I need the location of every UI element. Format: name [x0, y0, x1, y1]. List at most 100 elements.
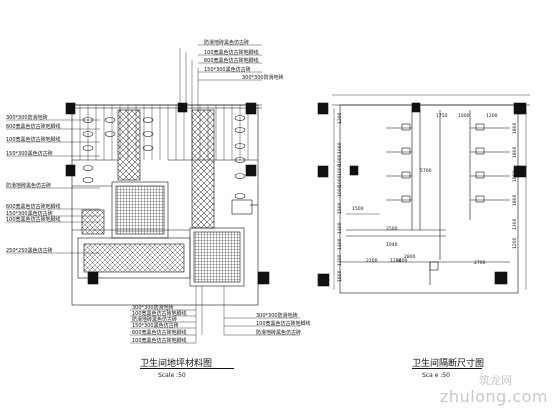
toilet-symbol — [104, 117, 116, 123]
toilet-symbol — [234, 115, 246, 121]
dimension-label: 1000 — [337, 185, 343, 197]
dimension-label: 2200 — [366, 258, 378, 264]
left-callout-label: 300*300防滑地砖 — [6, 114, 48, 121]
left-title-underline — [140, 368, 234, 369]
structural-column — [317, 102, 329, 115]
dimension-label: 3400 — [396, 258, 408, 264]
left-callout-label: 150*300黑色仿古砖 — [6, 210, 53, 217]
dimension-label: 1200 — [390, 258, 402, 264]
dimension-label: 1000 — [337, 154, 343, 166]
dimension-label: 1040 — [386, 242, 398, 248]
right-title-underline — [412, 368, 482, 369]
dimension-label: 1200 — [337, 254, 343, 266]
dimension-label: 1800 — [512, 194, 518, 206]
partition-door — [401, 195, 411, 203]
partition-door — [401, 171, 411, 179]
dimension-label: 2700 — [474, 260, 486, 266]
left-callout-label: 250*250黑色仿古砖 — [6, 247, 53, 254]
crosshatch-area — [83, 243, 185, 273]
toilet-symbol — [234, 143, 246, 149]
toilet-symbol — [82, 165, 94, 171]
dimension-label: 1000 — [337, 175, 343, 187]
dimension-label: 1000 — [337, 142, 343, 154]
dimension-label: 5700 — [420, 168, 432, 174]
dimension-label: 1200 — [337, 112, 343, 124]
structural-column — [317, 273, 330, 287]
bottom-callout-label: 150*300黑色仿古砖 — [132, 322, 179, 329]
toilet-symbol — [142, 131, 154, 137]
structural-column — [317, 165, 329, 178]
bottom-callout-label: 300*300防滑地砖 — [132, 304, 174, 311]
dimension-label: 1500 — [337, 202, 343, 214]
left-plan-title: 卫生间地坪材料图 — [140, 359, 213, 369]
structural-column — [177, 102, 188, 113]
dimension-label: 1300 — [337, 222, 343, 234]
structural-column — [494, 271, 508, 285]
toilet-symbol — [104, 131, 116, 137]
toilet-symbol — [234, 173, 246, 179]
structural-column — [257, 271, 270, 285]
right-outer-wall — [339, 104, 519, 294]
structural-column — [513, 102, 527, 115]
bottom-right-callout-label: 300*300防滑地砖 — [256, 312, 298, 319]
structural-column — [245, 102, 257, 115]
dimension-label: 1000 — [458, 113, 470, 119]
dimension-label: 1300 — [337, 238, 343, 250]
toilet-symbol — [82, 177, 94, 183]
dimension-label: 1750 — [436, 113, 448, 119]
structural-column — [65, 102, 76, 115]
left-callout-label: 防滑地砖黑色仿古砖 — [6, 182, 51, 189]
structural-column — [245, 164, 257, 177]
toilet-symbol — [82, 145, 94, 151]
toilet-symbol — [142, 145, 154, 151]
bottom-callout-label: 防滑地砖黑色仿古砖 — [132, 316, 177, 323]
right-plan-title: 卫生间隔断尺寸图 — [412, 359, 485, 369]
toilet-symbol — [82, 131, 94, 137]
dimension-label: 1800 — [512, 122, 518, 134]
structural-column — [65, 164, 76, 177]
dimension-label: 1500 — [352, 206, 364, 212]
partition-door — [475, 147, 485, 155]
herringbone-strip — [117, 109, 141, 181]
partition-door — [401, 147, 411, 155]
toilet-symbol — [142, 117, 154, 123]
top-callout-label: 600宽黑色仿古砖地脚线 — [204, 57, 259, 64]
bottom-right-callout-label: 100宽黑色仿古砖地脚线 — [256, 320, 311, 327]
top-callout-label: 150*300黑色仿古砖 — [204, 66, 251, 73]
partition-door — [475, 195, 485, 203]
left-callout-label: 600宽黑色仿古砖地脚线 — [6, 203, 61, 210]
top-callout-label: 防滑地砖黑色仿古砖 — [204, 39, 249, 46]
left-plan-scale: Scale :50 — [158, 372, 186, 379]
top-callout-label: 300*300防滑地砖 — [242, 74, 284, 81]
watermark-text: zhulong.com — [440, 387, 548, 406]
herringbone-strip — [191, 109, 215, 229]
partition-door — [475, 171, 485, 179]
bottom-callout-label: 100宽黑色仿古砖地脚线 — [132, 337, 187, 344]
dimension-label: 1200 — [486, 113, 498, 119]
dimension-label: 2800 — [404, 254, 416, 260]
structural-column — [349, 165, 359, 176]
sink-counter — [231, 199, 253, 215]
left-floor-plan: 300*300防滑地砖600宽黑色仿古砖地脚线100宽黑色仿古砖地脚线150*3… — [6, 39, 311, 344]
dimension-label: 2500 — [386, 226, 398, 232]
structural-column — [411, 102, 421, 113]
dimension-label: 1800 — [512, 170, 518, 182]
dimension-label: 1500 — [337, 270, 343, 282]
left-callout-label: 150*300黑色仿古砖 — [6, 150, 53, 157]
left-callout-label: 600宽黑色仿古砖地脚线 — [6, 123, 61, 130]
dimension-label: 1200 — [512, 237, 518, 249]
right-plan-scale: Sca e :50 — [422, 372, 450, 379]
bottom-right-callout-label: 防滑地砖黑色仿古砖 — [256, 329, 301, 336]
watermark-logo-text: 筑龙网 — [479, 374, 512, 387]
left-callout-label: 100宽黑色仿古砖地脚线 — [6, 136, 61, 143]
partition-door — [475, 123, 485, 131]
bottom-callout-label: 600宽黑色仿古砖地脚线 — [132, 329, 187, 336]
top-callout-label: 100宽黑色仿古砖地脚线 — [204, 49, 259, 56]
partition-door — [401, 123, 411, 131]
sink-counter — [429, 261, 439, 271]
dimension-label: 1800 — [512, 146, 518, 158]
right-partition-plan: 1200100010001000100010001500130013001200… — [317, 94, 530, 294]
dark-tile-area — [193, 231, 241, 283]
dark-tile-area — [115, 185, 165, 235]
